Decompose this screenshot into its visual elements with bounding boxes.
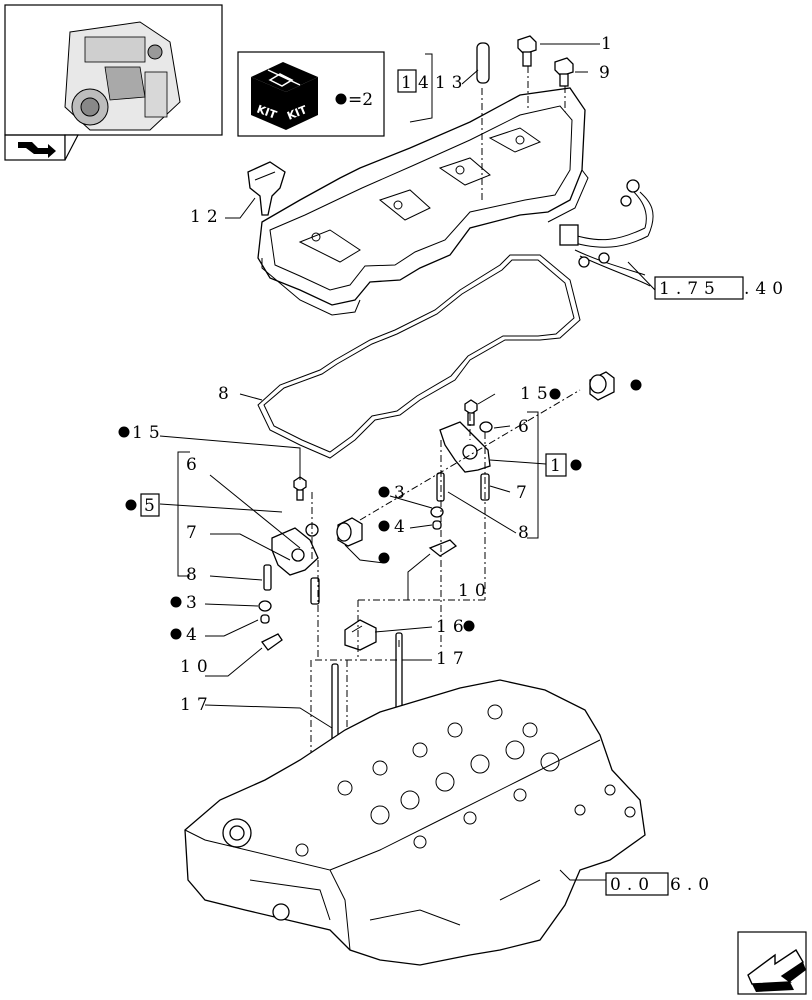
ref-17-right: 17	[436, 649, 470, 669]
bullet-5	[125, 499, 137, 511]
callout-labels: 1 9 1 413 12 1.75 .40 8 15 6 1 7 8 15 6 …	[118, 34, 789, 896]
cap-3-mid	[430, 506, 444, 518]
bullet-1-right	[570, 459, 582, 471]
ref-175-rest: .40	[744, 279, 789, 299]
ref-006-rest: 6.0	[670, 875, 715, 895]
ref-10-right: 10	[458, 581, 492, 601]
ref-15-right: 15	[520, 384, 554, 404]
ref-1413-rest: 413	[418, 73, 468, 93]
bullet-15-right	[549, 388, 561, 400]
pushrod-7-left	[310, 577, 320, 605]
clip-12	[247, 161, 286, 216]
engine-thumbnail[interactable]	[4, 4, 223, 136]
ref-15-left: 15	[132, 423, 166, 443]
bridge-10-right	[428, 539, 458, 557]
ref-1-box-right-text[interactable]: 1	[550, 456, 567, 476]
cap-4-mid	[432, 520, 442, 530]
cover-bolt-9	[554, 57, 574, 87]
kit-box-icon: KIT KIT	[251, 62, 318, 130]
rocker-arm-left	[271, 527, 319, 576]
shaft-sleeve-mid	[336, 517, 363, 547]
rocker-shaft-sleeve-right	[589, 371, 615, 401]
dowel-pin	[476, 42, 490, 84]
ref-4-left: 4	[186, 625, 203, 645]
ref-6-right: 6	[518, 417, 535, 437]
kit-legend: KIT KIT =2	[237, 51, 385, 137]
pushrod-8-left	[263, 564, 272, 591]
ref-17-left: 17	[180, 695, 214, 715]
ref-10-left: 10	[180, 657, 214, 677]
ref-5-box-text[interactable]: 5	[144, 496, 161, 516]
ref-1-box-right	[545, 453, 567, 477]
ref-6-left: 6	[186, 455, 203, 475]
ref-3-left: 3	[186, 593, 203, 613]
ref-12: 12	[190, 207, 224, 227]
ref-1413-box-text[interactable]: 1	[401, 73, 418, 93]
ref-8-right: 8	[518, 523, 535, 543]
ref-8-left: 8	[186, 565, 203, 585]
ref-1413-box	[397, 69, 417, 93]
bullet-3-left	[170, 596, 182, 608]
cover-bolt-1	[517, 35, 537, 67]
cover-gasket	[257, 254, 581, 459]
cylinder-head	[184, 679, 646, 966]
kit-bullet-icon	[335, 93, 347, 105]
bullet-3-mid	[378, 486, 390, 498]
adjust-bolt-15-left	[293, 476, 307, 501]
bridge-10-left	[261, 633, 283, 651]
cap-4-left	[260, 614, 270, 624]
ref-006-box	[605, 872, 669, 896]
ref-9: 9	[599, 63, 616, 83]
bullet-4-left	[170, 628, 182, 640]
wiring-harness	[559, 179, 654, 287]
rocker-cover	[257, 87, 589, 316]
ref-175-box	[654, 276, 744, 300]
bullet-sleeve-right	[630, 379, 642, 391]
nut-6-right	[479, 421, 493, 433]
ref-5-box	[140, 493, 160, 517]
bullet-16	[463, 620, 475, 632]
ref-3-mid: 3	[394, 483, 411, 503]
bullet-sleeve-mid	[378, 552, 390, 564]
bullet-4-mid	[378, 520, 390, 532]
ref-4-mid: 4	[394, 517, 411, 537]
ref-006-box-text[interactable]: 0.0	[610, 875, 655, 895]
assembly-brackets	[177, 411, 539, 577]
kit-qty-label: =2	[348, 90, 373, 110]
ref-175-box-text[interactable]: 1.75	[659, 279, 721, 299]
cap-3-left	[258, 600, 272, 612]
support-16	[344, 619, 377, 651]
nav-arrow-icon[interactable]	[4, 134, 79, 161]
ref-7-right: 7	[516, 483, 533, 503]
ref-8-gasket: 8	[218, 384, 235, 404]
ref-7-left: 7	[186, 523, 203, 543]
bullet-15-left	[118, 426, 130, 438]
leader-lines	[159, 43, 656, 881]
next-page-arrow-icon[interactable]	[737, 931, 807, 995]
adjust-bolt-15-right	[464, 399, 478, 426]
ref-1: 1	[601, 34, 618, 54]
rocker-arm-right	[439, 421, 491, 473]
ref-16: 16	[436, 617, 470, 637]
